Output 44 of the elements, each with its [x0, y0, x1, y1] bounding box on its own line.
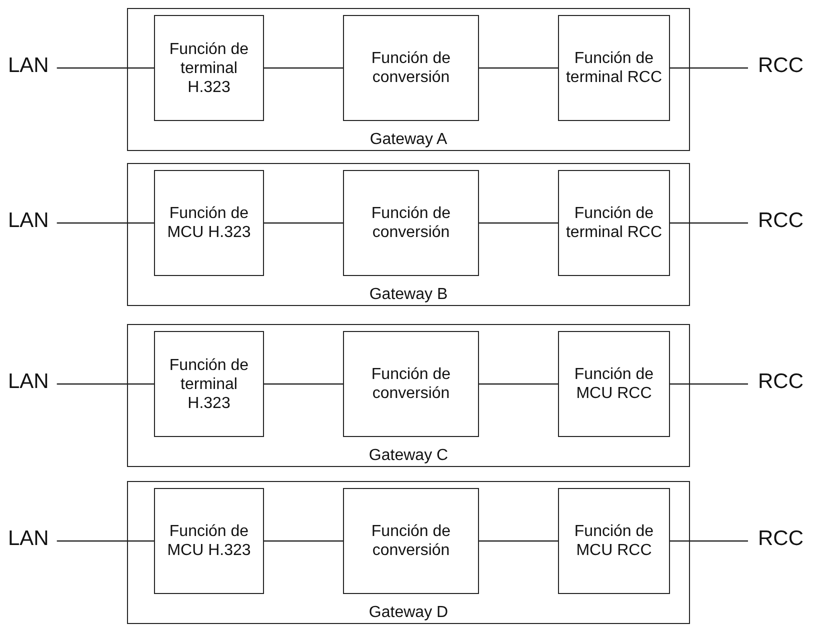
function-box: Función de conversión: [343, 331, 479, 437]
network-label: LAN: [8, 370, 49, 394]
connector-line: [479, 383, 558, 385]
function-box: Función de MCU H.323: [154, 488, 264, 594]
gateway-label: Gateway D: [368, 604, 450, 622]
gateway-box: [127, 8, 690, 151]
connector-line: [670, 222, 748, 224]
function-box: Función de MCU H.323: [154, 170, 264, 276]
function-box: Función de conversión: [343, 170, 479, 276]
function-box: Función de conversión: [343, 488, 479, 594]
connector-line: [56, 383, 154, 385]
function-box: Función de MCU RCC: [558, 331, 670, 437]
connector-line: [264, 222, 343, 224]
connector-line: [479, 222, 558, 224]
connector-line: [264, 540, 343, 542]
connector-line: [670, 383, 748, 385]
gateway-label: Gateway C: [368, 447, 450, 465]
function-box: Función de MCU RCC: [558, 488, 670, 594]
connector-line: [56, 540, 154, 542]
network-label: LAN: [8, 54, 49, 78]
connector-line: [56, 222, 154, 224]
gateway-box: [127, 324, 690, 467]
network-label: LAN: [8, 209, 49, 233]
network-label: LAN: [8, 527, 49, 551]
network-label: RCC: [758, 209, 804, 233]
gateway-box: [127, 481, 690, 624]
function-box: Función de terminal RCC: [558, 170, 670, 276]
network-label: RCC: [758, 370, 804, 394]
gateway-label: Gateway A: [368, 131, 448, 149]
function-box: Función de terminal H.323: [154, 331, 264, 437]
network-label: RCC: [758, 54, 804, 78]
function-box: Función de terminal RCC: [558, 15, 670, 121]
connector-line: [264, 383, 343, 385]
connector-line: [670, 540, 748, 542]
gateway-label: Gateway B: [368, 286, 449, 304]
function-box: Función de conversión: [343, 15, 479, 121]
connector-line: [264, 67, 343, 69]
connector-line: [670, 67, 748, 69]
function-box: Función de terminal H.323: [154, 15, 264, 121]
connector-line: [479, 540, 558, 542]
connector-line: [479, 67, 558, 69]
connector-line: [56, 67, 154, 69]
network-label: RCC: [758, 527, 804, 551]
gateway-box: [127, 163, 690, 306]
